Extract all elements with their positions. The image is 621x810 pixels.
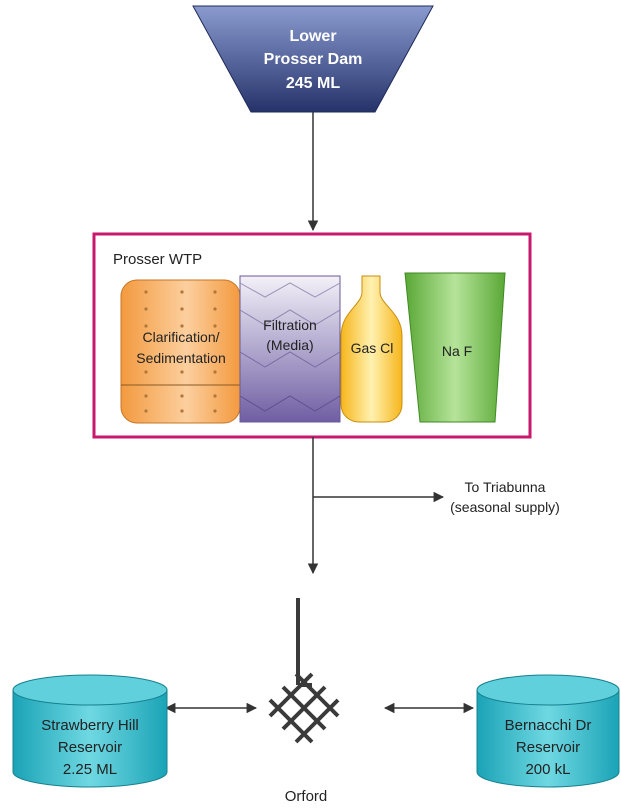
fluoride-label: Na F (442, 343, 472, 359)
left-reservoir-top (12, 674, 168, 706)
dam-label-line-3: 245 ML (286, 75, 340, 92)
filtration-unit: Filtration (Media) (239, 275, 341, 423)
filtration-label-line-2: (Media) (266, 337, 313, 353)
dam-label-line-1: Lower (289, 28, 336, 45)
left-reservoir-line-1: Strawberry Hill (41, 717, 139, 734)
orford-network-icon (268, 598, 340, 744)
filtration-shape (239, 275, 341, 423)
right-reservoir-line-2: Reservoir (516, 739, 580, 756)
right-reservoir-line-3: 200 kL (525, 761, 570, 778)
triabunna-label-line-2: (seasonal supply) (450, 499, 560, 515)
chlorine-label: Gas Cl (351, 340, 394, 356)
wtp-title: Prosser WTP (113, 251, 202, 268)
sodium-fluoride-container: Na F (404, 272, 506, 423)
orford-label: Orford (285, 788, 328, 805)
filtration-zigzag-1 (239, 282, 341, 298)
fluoride-shape (404, 272, 506, 423)
gas-chlorine-bottle: Gas Cl (340, 275, 403, 423)
bernacchi-dr-reservoir: Bernacchi Dr Reservoir 200 kL (476, 674, 620, 788)
right-reservoir-line-1: Bernacchi Dr (505, 717, 592, 734)
strawberry-hill-reservoir: Strawberry Hill Reservoir 2.25 ML (12, 674, 168, 788)
filtration-zigzag-2 (239, 309, 341, 326)
right-reservoir-top (476, 674, 620, 706)
clarification-label-line-2: Sedimentation (136, 350, 226, 366)
triabunna-label-line-1: To Triabunna (465, 479, 546, 495)
filtration-zigzag-4 (239, 395, 341, 412)
chlorine-shape (340, 275, 403, 423)
clarification-label-line-1: Clarification/ (142, 329, 219, 345)
lower-prosser-dam: Lower Prosser Dam 245 ML (192, 5, 434, 113)
right-reservoir-body (476, 689, 620, 788)
filtration-label-line-1: Filtration (263, 317, 317, 333)
left-reservoir-line-3: 2.25 ML (63, 761, 117, 778)
left-reservoir-line-2: Reservoir (58, 739, 122, 756)
clarification-dots (144, 290, 217, 413)
dam-shape (192, 5, 434, 113)
filtration-zigzag-3 (239, 351, 341, 368)
dam-label-line-2: Prosser Dam (264, 51, 363, 68)
left-reservoir-body (12, 689, 168, 788)
prosser-wtp: Prosser WTP Clarification/ Sedimentation (92, 232, 532, 439)
clarification-tank: Clarification/ Sedimentation (120, 279, 241, 424)
